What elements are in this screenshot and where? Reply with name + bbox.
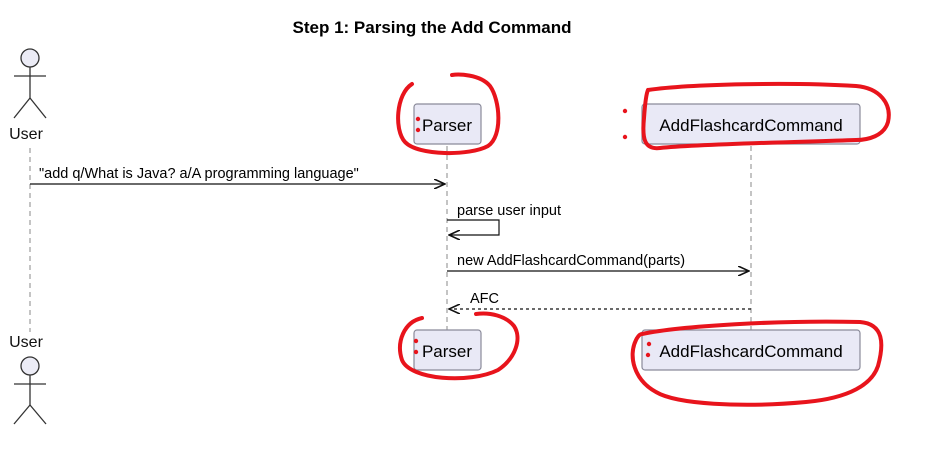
participant-parser-top: Parser	[413, 103, 482, 145]
message-new-afc-label: new AddFlashcardCommand(parts)	[457, 253, 685, 269]
red-dot	[415, 116, 421, 122]
actor-user-top-label: User	[9, 126, 43, 143]
message-return-afc: AFC	[449, 291, 751, 309]
participant-afc-top-label: AddFlashcardCommand	[659, 116, 842, 135]
red-dot	[646, 341, 652, 347]
participant-afc-top: AddFlashcardCommand	[641, 103, 861, 145]
message-parse-input: parse user input	[447, 203, 561, 235]
participant-parser-bottom: Parser	[413, 329, 482, 371]
message-parse-input-label: parse user input	[457, 203, 561, 219]
stick-figure-icon	[13, 356, 47, 425]
message-add-command-label: "add q/What is Java? a/A programming lan…	[39, 166, 359, 182]
red-dot	[622, 108, 628, 114]
actor-user-top: User	[9, 48, 47, 143]
red-dots	[413, 108, 652, 358]
red-circle-afc-bottom	[630, 319, 884, 407]
participant-afc-bottom: AddFlashcardCommand	[641, 329, 861, 371]
red-dot	[645, 352, 651, 358]
participant-parser-top-label: Parser	[422, 116, 472, 135]
red-circle-afc-top	[641, 81, 891, 151]
red-circle-parser-bottom	[398, 311, 520, 381]
red-dot	[622, 134, 628, 140]
participant-parser-bottom-label: Parser	[422, 342, 472, 361]
participant-afc-bottom-label: AddFlashcardCommand	[659, 342, 842, 361]
red-circle-parser-top	[396, 72, 501, 155]
red-annotations	[396, 72, 891, 407]
stick-figure-icon	[13, 48, 47, 119]
message-new-afc: new AddFlashcardCommand(parts)	[447, 253, 749, 271]
red-dot	[413, 349, 419, 355]
actor-user-bottom-label: User	[9, 334, 43, 351]
red-dot	[413, 338, 419, 344]
red-dot	[415, 127, 421, 133]
diagram-title: Step 1: Parsing the Add Command	[293, 18, 572, 37]
message-add-command: "add q/What is Java? a/A programming lan…	[30, 166, 445, 184]
actor-user-bottom: User	[9, 334, 47, 425]
message-return-afc-label: AFC	[470, 291, 499, 307]
